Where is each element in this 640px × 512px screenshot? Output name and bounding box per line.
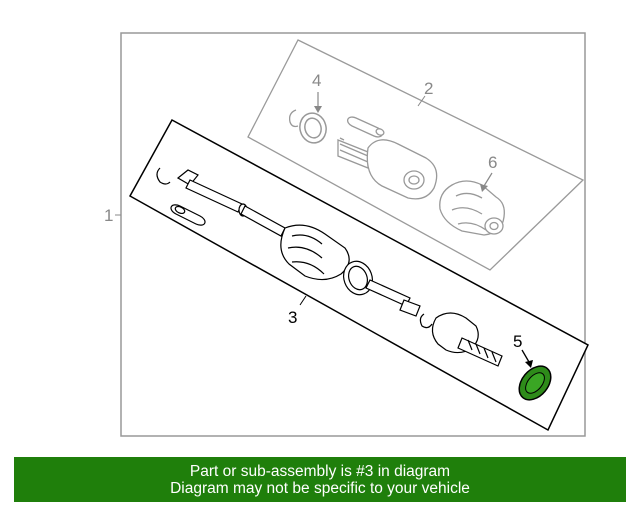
callout-6: 6 xyxy=(488,153,497,172)
callout-2-leader xyxy=(417,95,426,107)
callout-3: 3 xyxy=(288,308,297,327)
callout-1: 1 xyxy=(104,206,113,225)
seal-part-4 xyxy=(299,112,327,144)
banner-line-2: Diagram may not be specific to your vehi… xyxy=(170,479,470,497)
callout-3-leader xyxy=(299,295,307,306)
outer-cv-joint-2 xyxy=(337,137,438,200)
callout-5: 5 xyxy=(513,332,522,351)
seal-part-5-highlight xyxy=(518,365,552,401)
callout-4-arrow xyxy=(314,106,322,113)
callout-6-arrow xyxy=(480,184,488,192)
subassembly-box-2 xyxy=(247,39,585,271)
axle-shaft-3 xyxy=(156,167,503,367)
boot-part-6 xyxy=(439,180,505,236)
info-banner: Part or sub-assembly is #3 in diagram Di… xyxy=(14,457,626,502)
callout-2: 2 xyxy=(424,79,433,98)
callout-6-leader xyxy=(483,172,493,187)
grease-pack-2 xyxy=(346,116,385,138)
callout-5-arrow xyxy=(525,360,533,368)
callout-4: 4 xyxy=(312,71,321,90)
snap-ring-small-2 xyxy=(288,109,299,128)
parts-diagram: 1 2 4 6 xyxy=(104,32,589,437)
callout-5-leader xyxy=(521,349,530,363)
banner-line-1: Part or sub-assembly is #3 in diagram xyxy=(189,462,451,480)
